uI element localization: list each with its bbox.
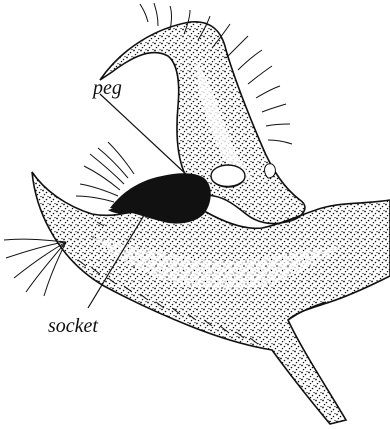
peg-label: peg <box>93 78 122 98</box>
lower-segment <box>32 172 390 424</box>
peg-leader-line <box>100 94 188 176</box>
tip-setae <box>4 239 66 296</box>
articulation-ring <box>265 164 276 178</box>
socket-label: socket <box>48 316 98 336</box>
